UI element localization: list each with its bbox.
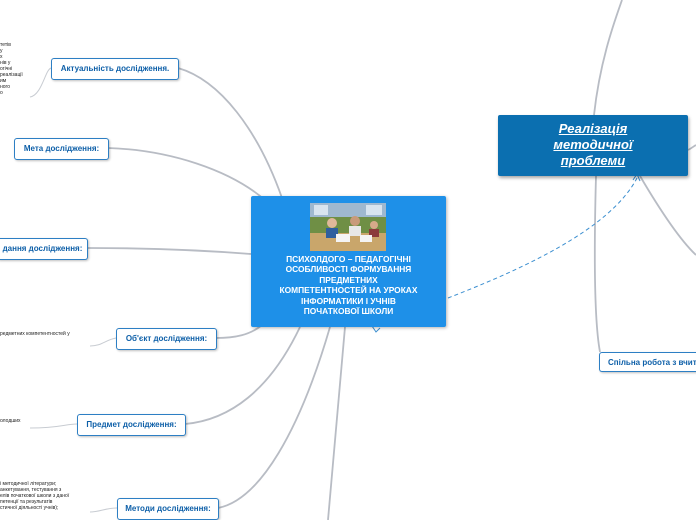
main-topic[interactable]: Реалізація методичної проблеми	[498, 115, 688, 176]
connector-main-top	[593, 0, 623, 116]
snippet-aktualnist: тетів у х нів у огічні реалізації им ног…	[0, 42, 23, 96]
node-zavdannia[interactable]: дання дослідження:	[0, 238, 88, 260]
connector-spilna	[593, 175, 601, 353]
node-spilna[interactable]: Спільна робота з вчит	[599, 352, 696, 372]
leaf-metody	[89, 507, 118, 513]
classroom-photo	[310, 203, 386, 251]
connector-zavdannia	[87, 247, 252, 255]
connector-predmet	[184, 326, 301, 425]
snippet-predmet: олодших	[0, 418, 21, 424]
classroom-photo-illustration	[310, 203, 386, 251]
node-meta[interactable]: Мета дослідження:	[14, 138, 109, 160]
node-predmet[interactable]: Предмет дослідження:	[77, 414, 186, 436]
connector-main-lower-right	[639, 175, 696, 256]
node-metody[interactable]: Методи дослідження:	[117, 498, 219, 520]
leaf-aktualnist	[29, 67, 52, 98]
connector-main-right	[687, 144, 696, 151]
relation-arrow-start	[371, 325, 381, 333]
snippet-obiekt: редметних компетентностей у	[0, 331, 70, 337]
connector-obiekt	[215, 324, 263, 339]
connector-meta	[107, 147, 266, 201]
main-topic-title: Реалізація методичної проблеми	[553, 121, 633, 168]
connector-aktualnist	[177, 67, 283, 199]
relation-link	[447, 177, 638, 299]
central-topic[interactable]: ПСИХОЛДОГО – ПЕДАГОГІЧНІ ОСОБЛИВОСТІ ФОР…	[251, 196, 446, 327]
central-topic-title: ПСИХОЛДОГО – ПЕДАГОГІЧНІ ОСОБЛИВОСТІ ФОР…	[279, 254, 418, 317]
connector-metody	[217, 326, 331, 509]
leaf-obiekt	[89, 337, 117, 347]
connector-bottom	[327, 326, 346, 520]
node-aktualnist[interactable]: Актуальність дослідження.	[51, 58, 179, 80]
leaf-predmet	[29, 423, 78, 429]
snippet-metody: і методичної літератури; анкетування, те…	[0, 481, 70, 511]
node-obiekt[interactable]: Об'єкт дослідження:	[116, 328, 217, 350]
